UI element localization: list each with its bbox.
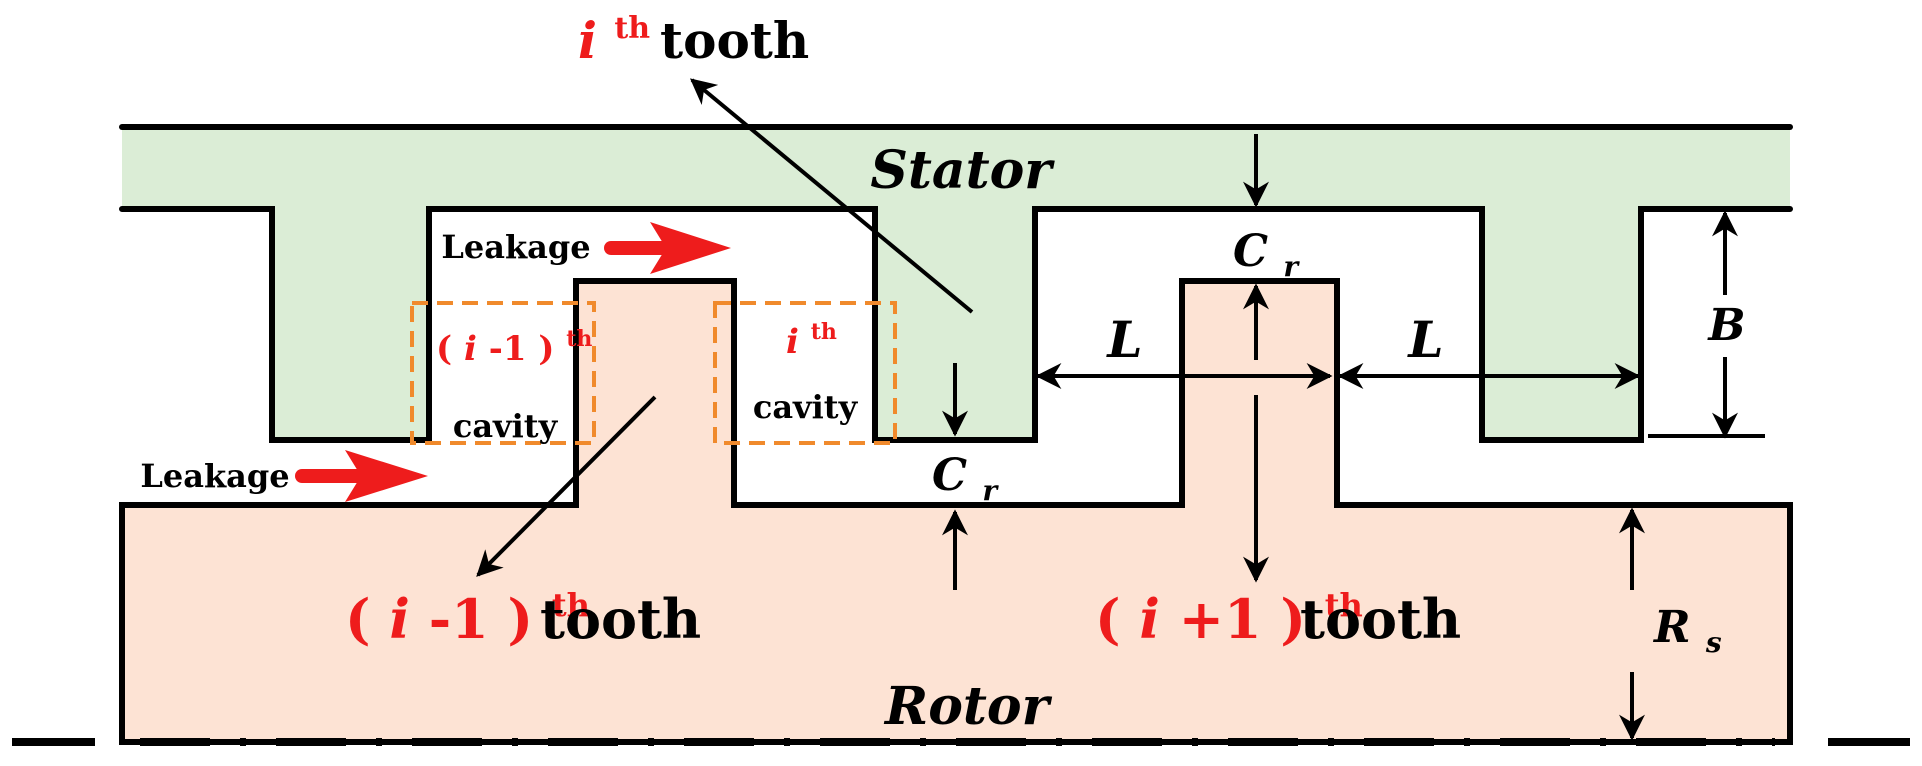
cr-bottom-label: C r (932, 450, 999, 507)
stator-body (122, 127, 1790, 440)
leakage-arrow-bottom (295, 450, 428, 502)
l-left-label: L (1105, 310, 1142, 369)
im1-cavity-word: cavity (453, 407, 559, 445)
leakage-label-bottom: Leakage (140, 457, 289, 495)
ip1-tooth-label: ( i +1 ) th tooth (1095, 565, 1461, 651)
im1-cavity-label: ( i -1 ) th (436, 326, 592, 369)
ith-tooth-label: i th tooth (578, 0, 809, 70)
leakage-arrow-top (604, 222, 731, 274)
im1-cavity-box (410, 301, 596, 445)
ith-tooth-pointer (689, 78, 974, 314)
stator-outline (119, 124, 1793, 443)
b-label: B (1706, 300, 1745, 351)
leakage-label-top: Leakage (441, 228, 590, 266)
l-right-label: L (1406, 310, 1443, 369)
rs-label: R s (1652, 602, 1722, 659)
cr-top-label: C r (1233, 226, 1300, 283)
ith-cavity-box (713, 301, 897, 445)
ith-cavity-word: cavity (753, 388, 859, 426)
ith-cavity-label: i th (786, 319, 837, 362)
im1-tooth-label: ( i -1 ) th tooth (345, 565, 701, 651)
rotor-label: Rotor (883, 676, 1053, 737)
im1-tooth-pointer (476, 395, 657, 577)
stator-label: Stator (870, 140, 1055, 201)
